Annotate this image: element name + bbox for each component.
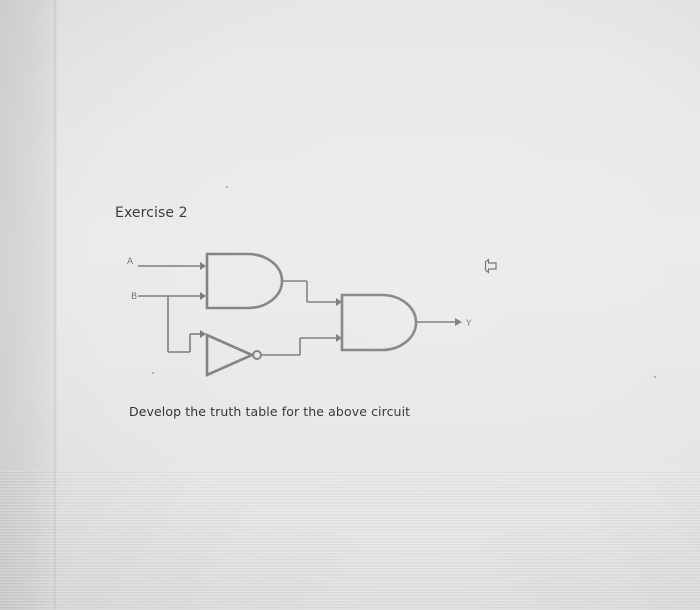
wire-and1-out [282,280,342,306]
dust-speck [654,376,656,378]
wire-a [138,262,206,270]
mouse-pointer-icon [484,258,497,274]
input-label-b: B [131,292,137,302]
wire-not-out [261,334,342,356]
bezel-edge [54,0,57,610]
dust-speck [152,372,154,374]
dust-speck [226,186,228,188]
and-gate-1 [205,252,284,310]
exercise-title: Exercise 2 [115,205,188,221]
not-gate [205,332,262,378]
wire-b [138,292,206,353]
monitor-bezel [0,0,56,610]
wire-output [416,318,462,326]
input-label-a: A [127,257,134,267]
output-label-y: Y [465,319,472,329]
and-gate-2 [340,293,418,352]
instructions-text: Develop the truth table for the above ci… [129,404,411,419]
